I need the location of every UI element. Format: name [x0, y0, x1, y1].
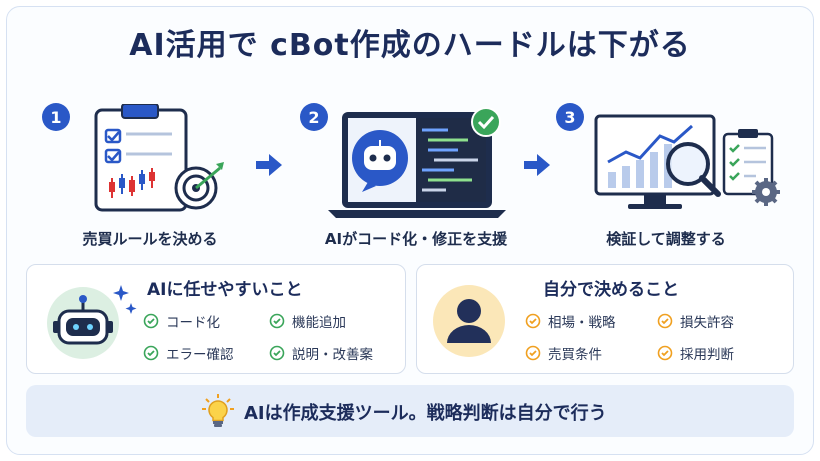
- check-circle-icon: [525, 313, 541, 329]
- ai-tasks-panel: AIに任せやすいこと コード化 機能追加 エラー確認 説明・改善案: [26, 264, 406, 374]
- ai-item-label: 機能追加: [292, 315, 346, 331]
- ai-item-error: エラー確認: [143, 343, 234, 363]
- lightbulb-icon: [202, 394, 234, 427]
- ai-item-explain: 説明・改善案: [269, 343, 373, 363]
- arrow-right-icon: [256, 154, 282, 176]
- arrow-right-icon: [524, 154, 550, 176]
- robot-icon: [47, 285, 137, 359]
- page-title: AI活用で cBot作成のハードルは下がる: [129, 28, 691, 63]
- page-frame: [6, 6, 814, 455]
- person-icon: [433, 285, 505, 357]
- self-item-conditions: 売買条件: [525, 343, 602, 363]
- ai-item-label: コード化: [166, 315, 220, 331]
- step-1-label: 売買ルールを決める: [82, 230, 218, 248]
- ai-item-label: エラー確認: [166, 347, 234, 363]
- step-1-number: 1: [42, 103, 70, 131]
- self-item-label: 損失許容: [680, 315, 734, 331]
- footer-banner: AIは作成支援ツール。戦略判断は自分で行う: [26, 385, 794, 437]
- self-item-loss: 損失許容: [657, 311, 734, 331]
- ai-item-feature: 機能追加: [269, 311, 346, 331]
- self-item-label: 相場・戦略: [548, 315, 616, 331]
- clipboard-target-icon: [94, 104, 224, 212]
- self-item-strategy: 相場・戦略: [525, 311, 616, 331]
- check-circle-icon: [143, 313, 159, 329]
- self-item-label: 採用判断: [680, 347, 734, 363]
- ai-item-label: 説明・改善案: [292, 347, 373, 363]
- step-2-number: 2: [300, 103, 328, 131]
- check-circle-icon: [525, 345, 541, 361]
- step-3-number: 3: [556, 103, 584, 131]
- footer-message: AIは作成支援ツール。戦略判断は自分で行う: [244, 403, 607, 424]
- self-panel-title: 自分で決めること: [543, 280, 679, 300]
- self-item-adoption: 採用判断: [657, 343, 734, 363]
- self-item-label: 売買条件: [548, 347, 602, 363]
- ai-panel-title: AIに任せやすいこと: [147, 280, 303, 300]
- check-circle-icon: [657, 313, 673, 329]
- self-decisions-panel: 自分で決めること 相場・戦略 損失許容 売買条件 採用判断: [416, 264, 794, 374]
- step-2-label: AIがコード化・修正を支援: [324, 230, 508, 248]
- check-circle-icon: [269, 313, 285, 329]
- monitor-chart-checklist-icon: [594, 114, 780, 209]
- check-circle-icon: [143, 345, 159, 361]
- laptop-robot-code-icon: [328, 107, 506, 218]
- check-circle-icon: [269, 345, 285, 361]
- check-circle-icon: [657, 345, 673, 361]
- ai-item-code: コード化: [143, 311, 220, 331]
- step-3-label: 検証して調整する: [606, 230, 726, 248]
